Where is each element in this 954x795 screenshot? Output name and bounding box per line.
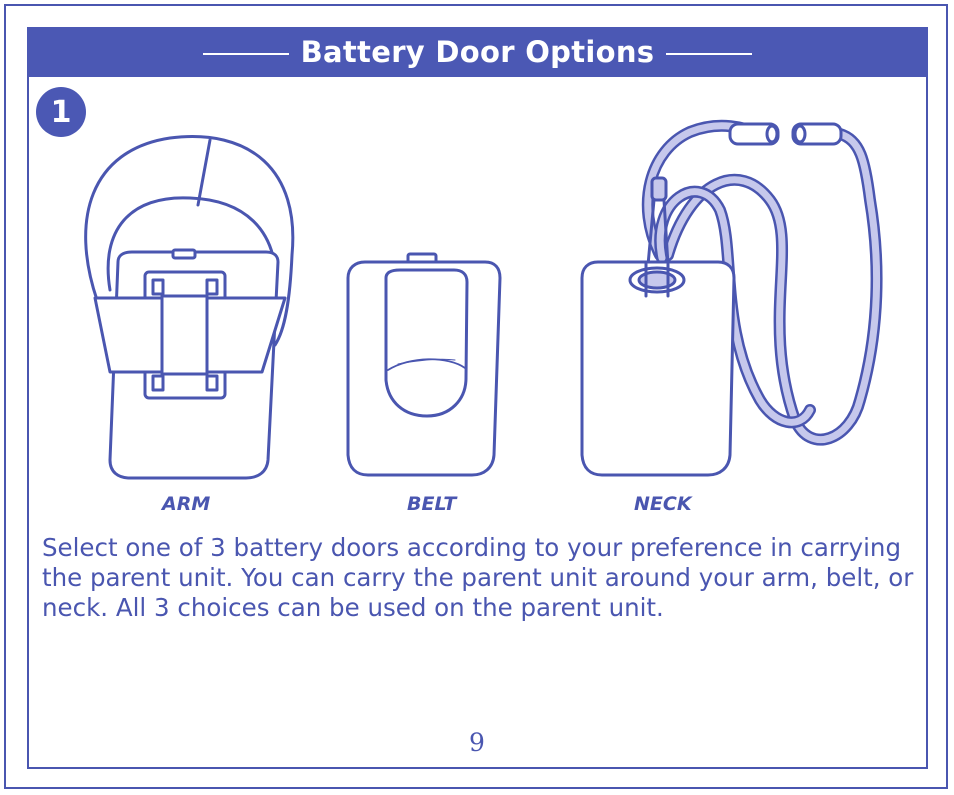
belt-door-illustration	[346, 252, 502, 477]
option-label-belt: BELT	[407, 493, 457, 515]
page-title: Battery Door Options	[300, 35, 655, 69]
step-badge: 1	[36, 87, 86, 137]
neck-door-illustration	[580, 119, 883, 477]
page-number: 9	[469, 728, 485, 757]
option-label-arm: ARM	[162, 493, 211, 515]
title-rule-right	[666, 53, 753, 55]
page-frame	[4, 4, 948, 789]
description-text: Select one of 3 battery doors according …	[42, 533, 914, 622]
option-label-neck: NECK	[634, 493, 692, 515]
title-bar: Battery Door Options	[27, 27, 928, 77]
title-rule-left	[202, 53, 289, 55]
arm-door-illustration	[84, 135, 295, 480]
